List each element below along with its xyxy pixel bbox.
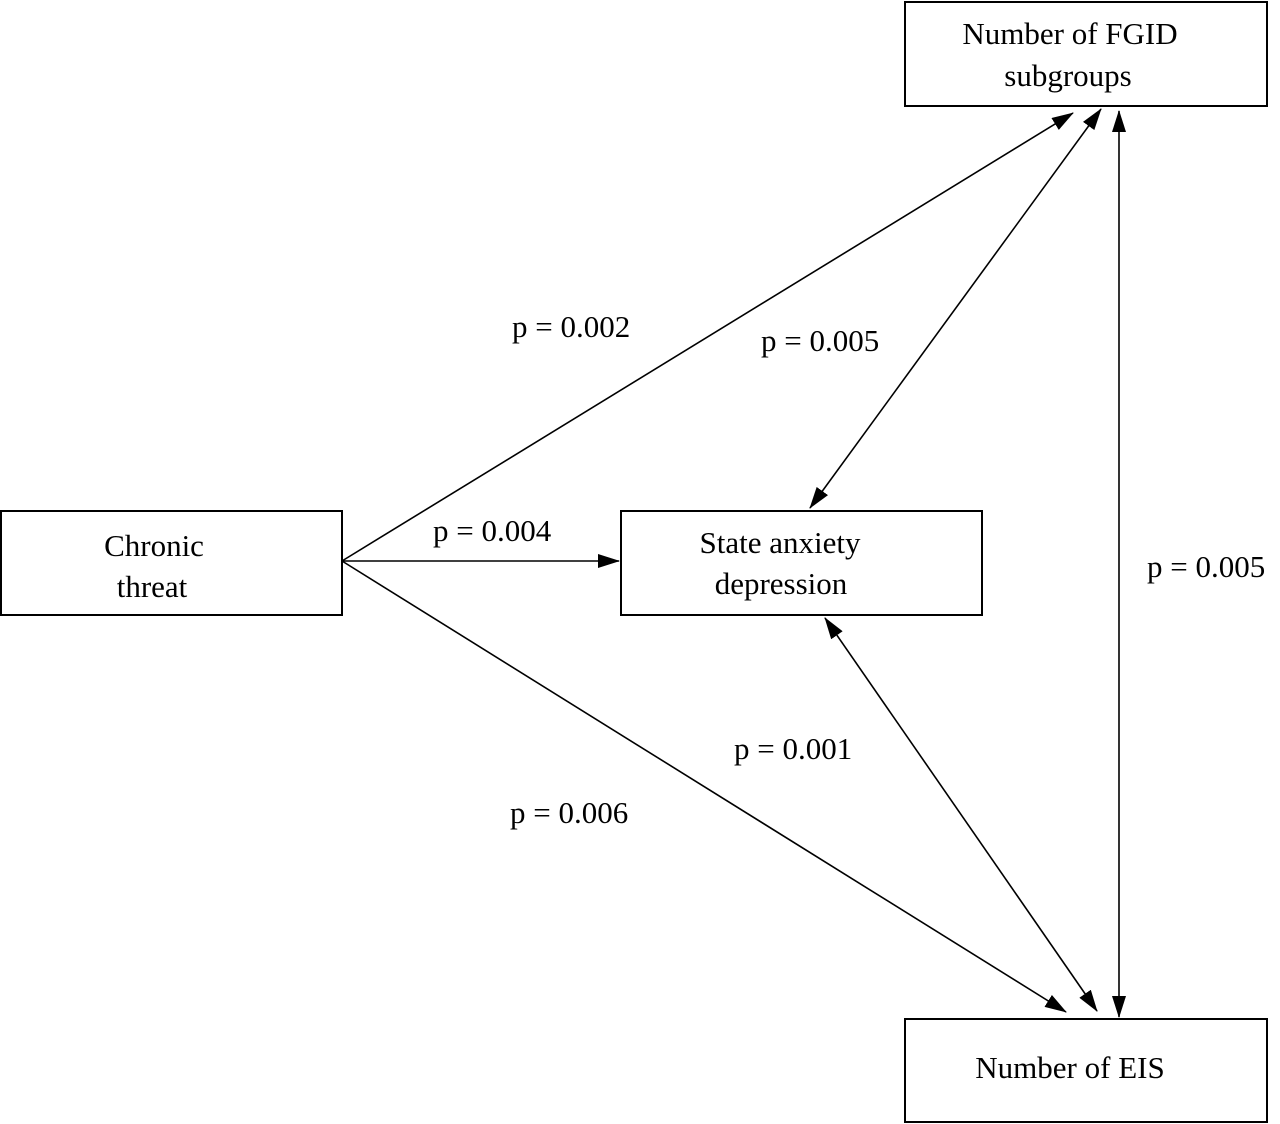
- edge-anxiety-eis: [824, 617, 1098, 1012]
- edge-label-anxiety-eis: p = 0.001: [734, 731, 852, 766]
- edge-label-chronic-eis: p = 0.006: [510, 795, 628, 830]
- node-state-anxiety-depression: State anxiety depression: [620, 510, 983, 616]
- node-label-line: depression: [715, 566, 848, 601]
- edge-chronic-to-fgid: [341, 112, 1074, 562]
- edge-label-chronic-anxiety: p = 0.004: [433, 513, 552, 548]
- edge-chronic-to-eis: [341, 560, 1067, 1013]
- edge-label-anxiety-fgid: p = 0.005: [761, 323, 879, 358]
- edge-label-fgid-eis: p = 0.005: [1147, 549, 1265, 584]
- node-label-line: threat: [117, 569, 188, 604]
- edge-anxiety-fgid: [809, 108, 1102, 509]
- node-label-line: Chronic: [104, 528, 204, 563]
- node-label-line: Number of EIS: [975, 1050, 1164, 1085]
- node-label-line: State anxiety: [700, 525, 861, 560]
- node-chronic-threat: Chronic threat: [0, 510, 343, 616]
- node-label-line: subgroups: [1004, 58, 1131, 93]
- node-label-line: Number of FGID: [962, 16, 1177, 51]
- node-number-of-eis: Number of EIS: [904, 1018, 1268, 1123]
- edge-label-chronic-fgid: p = 0.002: [512, 309, 630, 344]
- node-fgid-subgroups: Number of FGID subgroups: [904, 1, 1268, 107]
